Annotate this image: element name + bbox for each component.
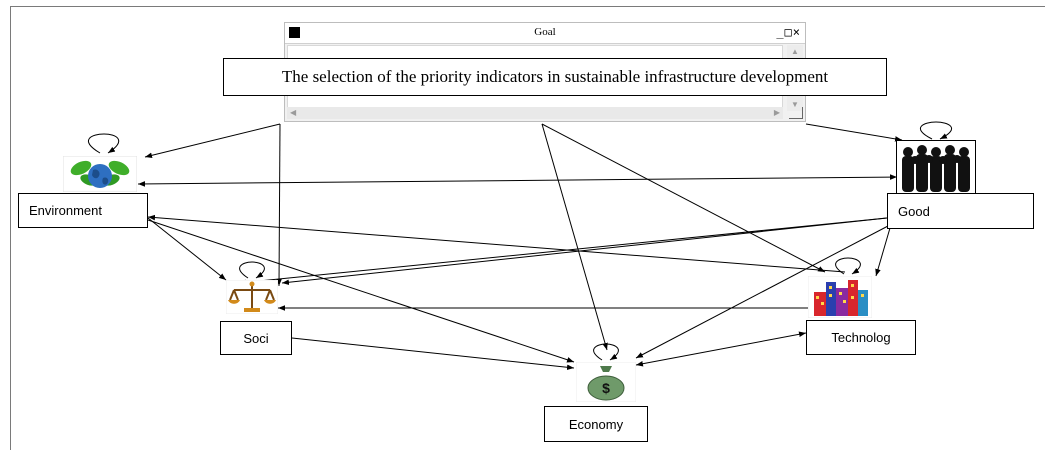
goal-window-title: Goal xyxy=(534,26,556,38)
self-loop-economy xyxy=(593,343,619,361)
globe-with-leaves-icon xyxy=(62,155,138,193)
svg-text:$: $ xyxy=(602,380,610,396)
self-loop-environment xyxy=(87,133,120,154)
resize-grip-icon[interactable] xyxy=(789,107,803,119)
city-buildings-icon xyxy=(807,275,873,319)
node-good[interactable]: Good xyxy=(887,193,1034,229)
scroll-down-arrow-icon[interactable]: ▼ xyxy=(791,100,799,109)
edge-goal-soci xyxy=(276,123,282,287)
goal-window-titlebar[interactable]: Goal _□× xyxy=(285,23,805,44)
canvas-frame-top xyxy=(10,6,1045,7)
goal-node-label[interactable]: The selection of the priority indicators… xyxy=(223,58,887,96)
edge-good-soci xyxy=(281,217,888,286)
canvas-frame-left xyxy=(10,6,11,450)
edge-environment-good xyxy=(137,174,898,187)
balance-scale-icon xyxy=(225,279,279,315)
edge-goal-good xyxy=(805,123,903,142)
edge-technolog-economy xyxy=(635,331,807,367)
edge-goal-economy xyxy=(541,123,608,351)
scroll-right-arrow-icon[interactable]: ▶ xyxy=(773,108,780,117)
node-soci[interactable]: Soci xyxy=(220,321,292,355)
node-environment[interactable]: Environment xyxy=(18,193,148,228)
money-bag-icon: $ xyxy=(575,361,637,403)
edge-goal-environment xyxy=(144,123,281,159)
window-control-buttons[interactable]: _□× xyxy=(776,25,801,39)
self-loop-good xyxy=(919,121,953,140)
system-menu-icon[interactable] xyxy=(289,27,300,38)
node-economy[interactable]: Economy xyxy=(544,406,648,442)
edge-environment-soci xyxy=(147,217,227,281)
self-loop-soci xyxy=(239,261,265,279)
edge-soci-economy xyxy=(291,337,575,371)
self-loop-technolog xyxy=(835,257,861,275)
scroll-up-arrow-icon[interactable]: ▲ xyxy=(791,47,799,56)
scroll-left-arrow-icon[interactable]: ◀ xyxy=(290,108,297,117)
node-technolog[interactable]: Technolog xyxy=(806,320,916,355)
horizontal-scrollbar[interactable]: ◀ ▶ xyxy=(287,107,783,119)
people-crowd-icon xyxy=(895,139,977,195)
edge-good-soci-2 xyxy=(238,217,888,286)
edge-good-technolog xyxy=(875,227,891,277)
edge-environment-economy xyxy=(147,219,575,363)
edge-environment-technolog xyxy=(147,214,846,273)
edge-goal-technolog xyxy=(541,123,826,273)
